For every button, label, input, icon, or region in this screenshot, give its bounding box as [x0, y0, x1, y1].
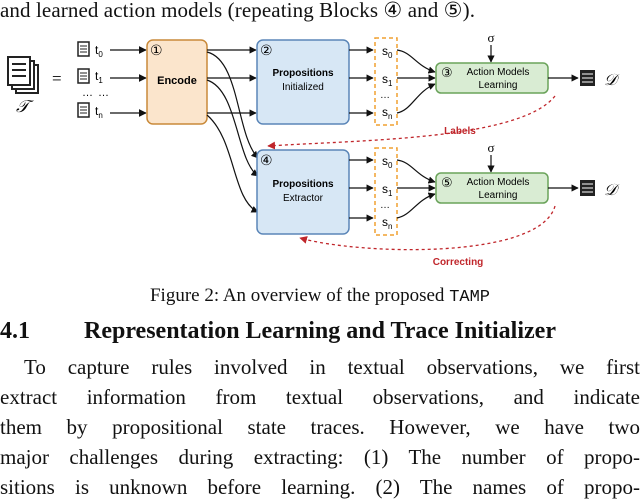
text-item-0: t	[95, 43, 99, 57]
propositions-extractor-block: ④ Propositions Extractor	[256, 149, 350, 235]
text-item-1: t	[95, 69, 99, 83]
svg-text:s0: s0	[382, 44, 393, 60]
trace-symbol: 𝒯	[16, 97, 34, 116]
caption-prefix: Figure 2: An overview of the proposed	[149, 285, 450, 306]
caption-code: TAMP	[449, 288, 490, 307]
state-sub-1: 1	[388, 189, 393, 198]
block5-label-1: Action Models	[467, 177, 530, 188]
block2-label-2: Initialized	[282, 82, 324, 93]
small-doc-icon	[77, 68, 90, 84]
svg-text:s0: s0	[382, 154, 393, 170]
labels-dashed-arrow	[267, 95, 556, 150]
svg-text:sn: sn	[382, 215, 392, 231]
state-label: s	[382, 215, 388, 229]
state-label: s	[382, 182, 388, 196]
encode-label: Encode	[157, 75, 197, 87]
svg-text:t1: t1	[95, 69, 103, 85]
block4-label-1: Propositions	[272, 179, 334, 190]
states2-arrows	[396, 159, 436, 219]
sigma-symbol: σ	[487, 140, 494, 155]
paragraph-line: To capture rules involved in textual obs…	[24, 355, 640, 379]
documents-icon	[7, 56, 39, 94]
block3-label-1: Action Models	[467, 67, 530, 78]
svg-text:sn: sn	[382, 105, 392, 121]
domain-symbol: 𝒟	[604, 182, 620, 199]
states1-arrows	[396, 49, 436, 114]
domain-symbol: 𝒟	[604, 72, 620, 89]
text-ellipsis: …	[98, 87, 109, 99]
paragraph-line: major challenges during extracting: (1) …	[0, 445, 640, 469]
text-item-n: t	[95, 104, 99, 118]
block5-number: ⑤	[441, 175, 453, 190]
block2-number: ②	[260, 42, 273, 58]
sigma-symbol: σ	[487, 30, 494, 45]
encode-number: ①	[150, 42, 163, 58]
state-sub-0: 0	[388, 161, 393, 170]
labels-text: Labels	[444, 126, 476, 137]
propositions-initialized-block: ② Propositions Initialized	[256, 39, 350, 125]
state-label: s	[382, 154, 388, 168]
small-doc-icon	[77, 102, 90, 118]
state-sub-1: 1	[388, 79, 393, 88]
text-sub-n: n	[98, 111, 102, 120]
text-sub-0: 0	[98, 50, 103, 59]
block2-arrows	[349, 46, 374, 117]
svg-text:s1: s1	[382, 182, 393, 198]
paragraph-line: extract information from textual observa…	[0, 385, 640, 409]
block3-number: ③	[441, 65, 453, 80]
correcting-text: Correcting	[433, 257, 484, 268]
block5-label-2: Learning	[479, 190, 518, 201]
equals-sign: =	[52, 69, 62, 88]
text-ellipsis: …	[82, 87, 93, 99]
text-observations: t0 t1 … … tn	[77, 41, 147, 120]
svg-text:tn: tn	[95, 104, 103, 120]
paragraph-line: sitions is unknown before learning. (2) …	[0, 475, 640, 499]
state-label: s	[382, 72, 388, 86]
state-ellipsis: …	[380, 200, 390, 211]
small-doc-icon	[77, 41, 90, 57]
tamp-overview-diagram: 𝒯 = t0 t1 … … tn ① Encode	[7, 30, 620, 268]
figure-caption: Figure 2: An overview of the proposed TA…	[0, 285, 640, 307]
state-sub-n: n	[388, 222, 392, 231]
body-paragraph: To capture rules involved in textual obs…	[0, 352, 640, 502]
block3-label-2: Learning	[479, 80, 518, 91]
block4-arrows	[349, 156, 374, 222]
domain-output-icon	[580, 70, 595, 86]
state-trace-2: s0 s1 … sn	[374, 147, 398, 236]
top-text-line: and learned action models (repeating Blo…	[0, 0, 476, 22]
state-sub-n: n	[388, 112, 392, 121]
block2-label-1: Propositions	[272, 68, 334, 79]
section-heading: 4.1 Representation Learning and Trace Ini…	[0, 318, 640, 345]
state-sub-0: 0	[388, 51, 393, 60]
paragraph-line: them by propositional state traces. Howe…	[0, 415, 640, 439]
action-models-learning-block-5: ⑤ Action Models Learning	[435, 172, 549, 204]
state-ellipsis: …	[380, 90, 390, 101]
action-models-learning-block-3: ③ Action Models Learning	[435, 62, 549, 94]
svg-text:t0: t0	[95, 43, 103, 59]
section-title: Representation Learning and Trace Initia…	[84, 318, 556, 344]
text-sub-1: 1	[98, 76, 103, 85]
state-label: s	[382, 44, 388, 58]
domain-output-icon	[580, 180, 595, 196]
encode-connectors	[206, 46, 259, 213]
block4-number: ④	[260, 152, 273, 168]
section-number: 4.1	[0, 318, 30, 344]
state-label: s	[382, 105, 388, 119]
svg-text:s1: s1	[382, 72, 393, 88]
state-trace-1: s0 s1 … sn	[374, 37, 398, 126]
block4-label-2: Extractor	[283, 193, 324, 204]
encode-block: ① Encode	[146, 39, 208, 125]
